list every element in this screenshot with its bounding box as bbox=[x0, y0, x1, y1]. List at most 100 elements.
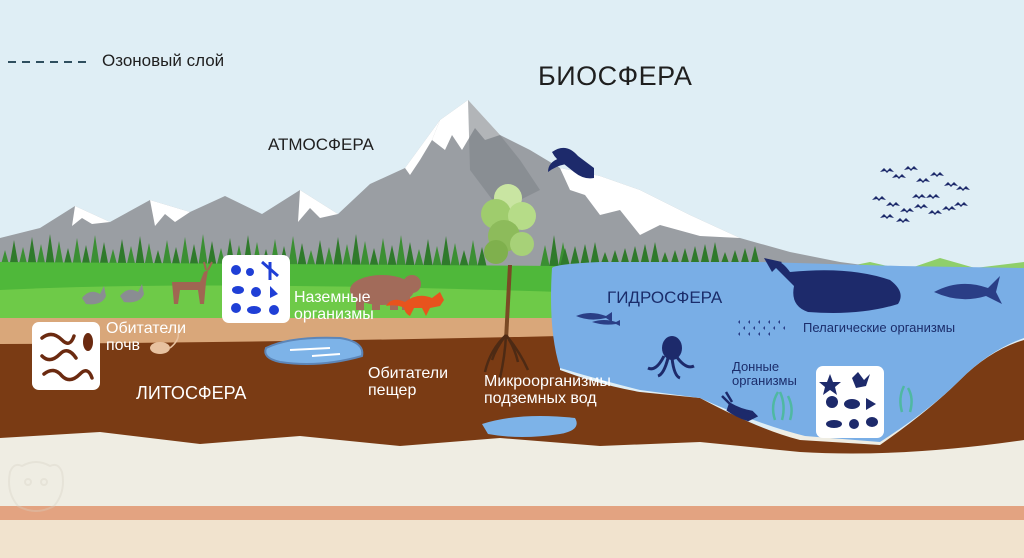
groundwater-pool bbox=[482, 416, 577, 437]
soil-layer bbox=[0, 318, 1024, 454]
benthic-organisms-label-line2: организмы bbox=[732, 372, 797, 388]
conifer-tree bbox=[306, 250, 316, 268]
bird-icon bbox=[872, 196, 886, 201]
conifer-tree bbox=[414, 249, 424, 268]
conifer-tree bbox=[650, 242, 660, 266]
groundwater-microbes-label-line1: Микроорганизмы bbox=[484, 373, 611, 390]
cave-dwellers-label-line2: пещер bbox=[368, 381, 417, 399]
conifer-tree bbox=[324, 247, 334, 268]
ozone-layer-label: Озоновый слой bbox=[102, 51, 225, 70]
fish-icon bbox=[757, 326, 765, 330]
fish-icon bbox=[767, 326, 775, 330]
cave-water bbox=[264, 336, 364, 365]
land-organisms-box bbox=[222, 255, 290, 323]
fish-icon bbox=[762, 332, 770, 336]
conifer-tree bbox=[680, 248, 690, 266]
cave-dwellers-label: Обитатели пещер bbox=[368, 365, 449, 400]
fish-icon bbox=[742, 320, 750, 324]
conifer-tree bbox=[423, 239, 433, 268]
cave-dwellers-label-line1: Обитатели bbox=[368, 365, 449, 382]
pelagic-organisms-label: Пелагические организмы bbox=[803, 320, 956, 335]
conifer-tree bbox=[117, 239, 127, 268]
deer-icon bbox=[172, 261, 213, 304]
conifer-tree bbox=[396, 235, 406, 268]
bottom-band bbox=[0, 506, 1024, 520]
bird-icon bbox=[904, 166, 918, 171]
groundwater-microbes-label: Микроорганизмы подземных вод bbox=[484, 373, 611, 408]
bird-icon bbox=[916, 178, 930, 183]
whale-icon bbox=[764, 258, 901, 313]
benthic-organisms-box bbox=[816, 366, 884, 438]
conifer-tree bbox=[144, 243, 154, 268]
conifer-tree bbox=[477, 247, 487, 268]
conifer-tree bbox=[36, 244, 46, 268]
mouse-icon bbox=[150, 331, 180, 354]
conifer-tree bbox=[450, 243, 460, 268]
conifer-tree bbox=[54, 241, 64, 268]
conifer-tree bbox=[405, 242, 415, 268]
conifer-tree bbox=[45, 234, 55, 268]
conifer-tree bbox=[126, 246, 136, 268]
conifer-tree bbox=[740, 248, 750, 266]
fish-icon bbox=[762, 320, 770, 324]
bird-icon bbox=[930, 172, 944, 177]
conifer-tree bbox=[162, 240, 172, 268]
fish-icon bbox=[732, 320, 740, 324]
conifer-tree bbox=[72, 238, 82, 268]
bird-icon bbox=[912, 194, 926, 199]
lithosphere-label: ЛИТОСФЕРА bbox=[136, 383, 247, 403]
octopus-icon bbox=[647, 336, 695, 380]
conifer-tree bbox=[580, 244, 590, 266]
conifer-tree bbox=[750, 246, 760, 266]
conifer-tree bbox=[468, 240, 478, 268]
conifer-tree bbox=[560, 248, 570, 266]
conifer-tree bbox=[342, 244, 352, 268]
land-organisms-label: Наземные организмы bbox=[294, 289, 374, 324]
conifer-tree bbox=[99, 242, 109, 268]
bird-icon bbox=[942, 206, 956, 211]
bird-icon bbox=[886, 202, 900, 207]
fish-icon bbox=[737, 326, 745, 330]
fish-icon bbox=[772, 320, 780, 324]
conifer-tree bbox=[570, 246, 580, 266]
conifer-tree bbox=[180, 237, 190, 268]
fish-icon bbox=[747, 326, 755, 330]
bird-icon bbox=[914, 204, 928, 209]
bird-icon bbox=[926, 194, 940, 199]
conifer-tree bbox=[690, 246, 700, 266]
conifer-tree bbox=[441, 236, 451, 268]
conifer-tree bbox=[549, 235, 559, 268]
soil-organisms-box bbox=[32, 322, 100, 390]
bird-icon bbox=[892, 174, 906, 179]
fox-icon bbox=[386, 292, 444, 316]
conifer-tree bbox=[207, 241, 217, 268]
bird-icon bbox=[956, 186, 970, 191]
land-organisms-label-line1: Наземные bbox=[294, 289, 371, 306]
sand-layer bbox=[0, 318, 560, 344]
soil-dwellers-label-line1: Обитатели bbox=[106, 320, 187, 337]
soil-dwellers-label-line2: почв bbox=[106, 336, 141, 354]
fish-icon bbox=[777, 326, 785, 330]
logo-watermark bbox=[8, 461, 64, 512]
fish-icon bbox=[752, 332, 760, 336]
cave-water-shine bbox=[289, 347, 341, 357]
bird-icon bbox=[896, 218, 910, 223]
fish-school-icon bbox=[732, 320, 785, 336]
seagrass-icon bbox=[899, 385, 913, 413]
ocean-water bbox=[551, 262, 1024, 442]
crayfish-icon bbox=[721, 391, 759, 422]
conifer-tree bbox=[640, 244, 650, 266]
conifer-tree bbox=[81, 245, 91, 268]
conifer-tree bbox=[198, 234, 208, 268]
mountain-shadow bbox=[468, 100, 540, 210]
shark-icon bbox=[934, 276, 1002, 304]
fish-icon bbox=[752, 320, 760, 324]
seaweed-icon bbox=[771, 391, 793, 421]
conifer-tree bbox=[630, 246, 640, 266]
bird-icon bbox=[954, 202, 968, 207]
bird-icon bbox=[900, 208, 914, 213]
fish-icon bbox=[732, 332, 740, 336]
benthic-organisms-label: Донные организмы bbox=[732, 360, 797, 387]
bird-icon bbox=[928, 210, 942, 215]
